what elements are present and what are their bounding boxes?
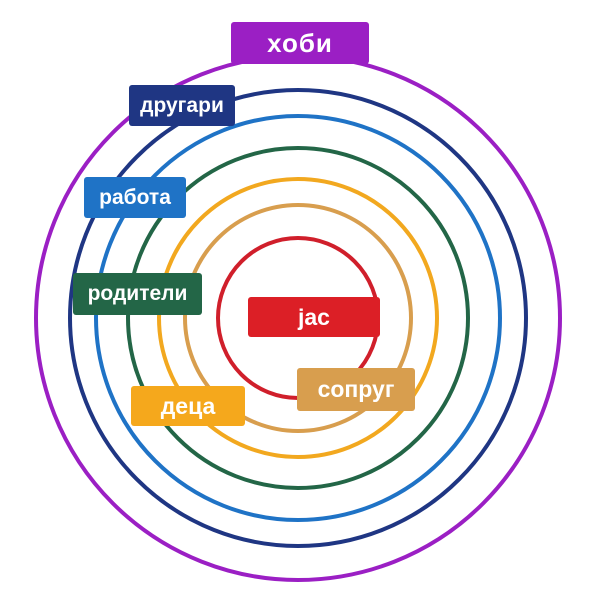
label-soprug: сопруг [297, 368, 415, 411]
ring-roditeli [126, 146, 470, 490]
ring-soprug [183, 203, 413, 433]
ring-drugari [68, 88, 528, 548]
ring-rabota [94, 114, 502, 522]
ring-deca [157, 177, 439, 459]
label-jas: јас [248, 297, 380, 337]
label-drugari: другари [129, 85, 235, 126]
label-hobi: хоби [231, 22, 369, 64]
label-rabota: работа [84, 177, 186, 218]
label-deca: деца [131, 386, 245, 426]
label-roditeli: родители [73, 273, 202, 315]
